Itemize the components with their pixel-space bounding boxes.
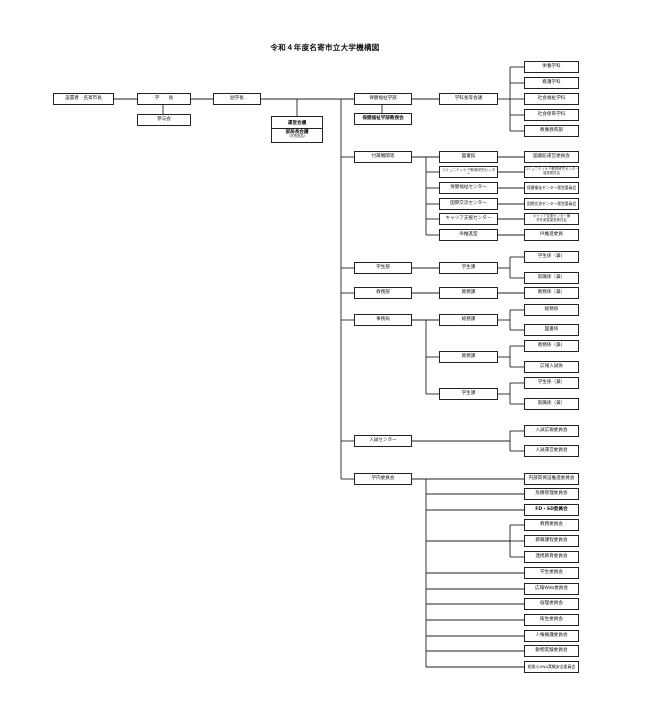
node-setsuchi: 設置者 名寄市長 (53, 93, 114, 105)
node-kyomu-ka2: 教務課 (439, 351, 498, 363)
node-kokusai-center: 国際交流センター (439, 198, 498, 210)
unei-kaigi-label: 運営会議 (272, 120, 322, 129)
node-nyushi-unei-iinkai: 入試運営委員会 (524, 445, 579, 457)
node-kyomu-kakari1: 教務係（兼） (524, 287, 579, 299)
node-somu-ka: 総務課 (439, 314, 498, 326)
committee-gakusei: 学生委員会 (524, 567, 579, 579)
chart-title: 令和４年度名寄市立大学機構図 (270, 43, 380, 52)
node-hoken-gakubu: 保健福祉学部 (354, 93, 412, 105)
node-eiyo: 栄養学科 (524, 61, 579, 73)
committee-eisei: 衛生委員会 (524, 614, 579, 626)
node-community-iinkai: コミュニティケア教育研究センター 運営委員会 (524, 166, 579, 178)
committee-kyomu: 教務委員会 (524, 519, 579, 531)
committee-renkei: 連携教育委員会 (524, 551, 579, 563)
node-kyoyo: 教養教育部 (524, 125, 579, 137)
node-shushoku-kakari2: 就職係（兼） (524, 398, 579, 410)
node-jimukyoku: 事務局 (354, 314, 412, 326)
node-shakai-fukushi: 社会福祉学科 (524, 93, 579, 105)
node-toshokan-iinkai: 図書館運営委員会 (524, 151, 579, 163)
node-koho-nyushi: 広報入試係 (524, 361, 579, 373)
committee-dna: 組換えDNA実験安全委員会 (524, 661, 579, 673)
node-hoken-kyojukai: 保健福祉学部教授会 (354, 113, 412, 125)
node-career-center: キャリア支援センター (439, 213, 498, 225)
bukyokucho-kaigi-label: 部局長会議 (285, 129, 309, 135)
committee-kyoshoku: 教職課程委員会 (524, 535, 579, 547)
node-gakusei-kakari1: 学生係（兼） (524, 251, 579, 263)
career-iinkai-line1: キャリア支援センター兼 (532, 214, 571, 219)
node-nyushi-center: 入試センター (354, 435, 412, 447)
node-shakai-hoiku: 社会保育学科 (524, 109, 579, 121)
node-career-iinkai: キャリア支援センター兼 学外実習運営委員会 (524, 213, 579, 225)
node-ir-iinkai: IR推進委員 (524, 229, 579, 241)
node-hoken-center-iinkai: 保健福祉センター運営委員会 (524, 182, 579, 194)
node-sanyokai: 参与会 (137, 114, 191, 126)
bukyokucho-note: （学長指名） (286, 133, 308, 138)
node-gakka-kaigi: 学科長等会議 (439, 93, 498, 105)
committee-rinri: 倫理委員会 (524, 598, 579, 610)
node-kokusai-iinkai: 国際交流センター運営委員会 (524, 198, 579, 210)
node-hoken-center: 保健福祉センター (439, 182, 498, 194)
node-gakucho: 学 長 (137, 93, 191, 105)
committee-kiki-kanri: 危機管理委員会 (524, 488, 579, 500)
community-iinkai-line2: 運営委員会 (543, 171, 560, 175)
committee-jinken: 人権擁護委員会 (524, 630, 579, 642)
node-toshokan: 図書館 (439, 151, 498, 163)
node-tosho-kakari: 図書係 (524, 324, 579, 336)
node-gakusei-kakari2: 学生係（兼） (524, 377, 579, 389)
node-shushoku-kakari1: 就職係（兼） (524, 272, 579, 284)
node-community-center: コミュニティケア教育研究センター (439, 166, 498, 178)
node-kyomu-ka1: 教務課 (439, 287, 498, 299)
node-unei-kaigi: 運営会議 部局長会議 （学長指名） (271, 116, 323, 143)
committee-naibu-shitsu: 内部質保証推進委員会 (524, 473, 579, 485)
node-kango: 看護学科 (524, 77, 579, 89)
node-gakunai-iinkai: 学内委員会 (354, 473, 412, 485)
committee-dobutsu: 動物実験委員会 (524, 645, 579, 657)
node-fukugakucho: 副学長 (213, 93, 261, 105)
node-gakusei-bu: 学生部 (354, 262, 412, 274)
node-gakusei-ka2: 学生課 (439, 388, 498, 400)
community-iinkai-line1: コミュニティケア教育研究センター (524, 167, 579, 172)
committee-fd-sd: FD・SD委員会 (524, 504, 579, 516)
node-nyushi-koho-iinkai: 入試広報委員会 (524, 425, 579, 437)
career-iinkai-line2: 学外実習運営委員会 (536, 218, 567, 222)
node-kyomu-kakari2: 教務係（兼） (524, 340, 579, 352)
node-fuzoku: 付属機関等 (354, 151, 412, 163)
node-ir: IR推進室 (439, 229, 498, 241)
node-kyomu-bu: 教務部 (354, 287, 412, 299)
node-somu-kakari: 総務係 (524, 304, 579, 316)
committee-koho-web: 広報Web委員会 (524, 583, 579, 595)
node-gakusei-ka: 学生課 (439, 262, 498, 274)
